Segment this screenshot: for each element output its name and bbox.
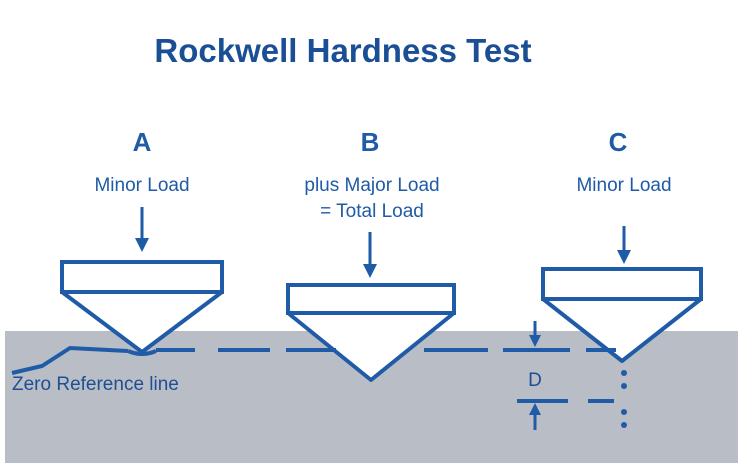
panel-a-letter: A <box>133 127 152 157</box>
zero-reference-line <box>11 345 616 375</box>
depth-dimension <box>517 321 627 430</box>
panel-a-load-arrow <box>135 207 149 252</box>
panel-b-letter: B <box>361 127 380 157</box>
panel-c-load-label: Minor Load <box>576 175 671 196</box>
panel-c-indenter <box>541 267 703 363</box>
depth-label: D <box>528 370 542 391</box>
panel-a-indenter <box>60 260 224 354</box>
panel-c-load-arrow <box>617 226 631 264</box>
panel-c-letter: C <box>609 127 628 157</box>
diagram-title: Rockwell Hardness Test <box>154 32 531 69</box>
panel-b-load-label-line2: = Total Load <box>320 201 424 222</box>
panel-b-indenter <box>286 283 456 382</box>
panel-b-load-arrow <box>363 232 377 278</box>
panel-a-load-label: Minor Load <box>94 175 189 196</box>
panel-b-load-label-line1: plus Major Load <box>304 175 439 196</box>
zero-reference-label: Zero Reference line <box>12 374 179 395</box>
